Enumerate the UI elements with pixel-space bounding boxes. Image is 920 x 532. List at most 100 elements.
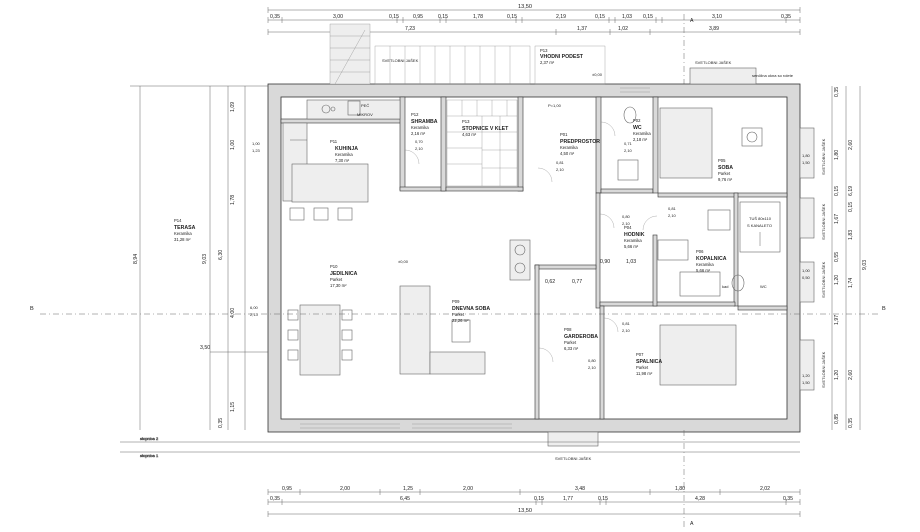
svg-text:2,10: 2,10 (588, 365, 597, 370)
room-terasa: P14 TERASA Keramika 31,28 m² (174, 218, 196, 242)
svg-text:Keramika: Keramika (335, 152, 353, 157)
dim-right-4: 1,67 (834, 214, 840, 224)
svg-text:0,90: 0,90 (600, 259, 610, 265)
svg-text:P14: P14 (174, 218, 182, 223)
svg-text:0,80: 0,80 (588, 358, 597, 363)
label-lightwell-top: SVETLOBNI JAŠEK (695, 60, 732, 65)
svg-text:P07: P07 (636, 352, 644, 357)
dim-right2-3: 0,15 (848, 202, 854, 212)
svg-text:DNEVNA SOBA: DNEVNA SOBA (452, 306, 490, 312)
dim-right-9: 0,85 (834, 414, 840, 424)
svg-text:4,50 m²: 4,50 m² (560, 151, 575, 156)
dim-bot-5: 3,48 (575, 486, 585, 492)
room-kuhinja: P11 KUHINJA Keramika 7,30 m² (330, 139, 358, 163)
svg-text:6,33 m²: 6,33 m² (564, 346, 579, 351)
room-soba: P05 SOBA Parket 9,76 m² (718, 158, 733, 182)
label-mikrov: MIKROV (357, 112, 373, 117)
room-labels: P11 KUHINJA Keramika 7,30 m² P12 SHRAMBA… (174, 48, 733, 376)
svg-text:TERASA: TERASA (174, 225, 196, 231)
svg-text:2,10: 2,10 (668, 213, 677, 218)
svg-text:HODNIK: HODNIK (624, 232, 645, 238)
dim-left-1: 1,09 (230, 102, 236, 112)
dim-left-6: 0,35 (218, 418, 224, 428)
svg-text:2,16 m²: 2,16 m² (411, 131, 426, 136)
label-lightwell-right2: SVETLOBNI JAŠEK (821, 203, 826, 240)
dim-right2-2: 6,19 (848, 186, 854, 196)
dim-top-8: 2,19 (556, 14, 566, 20)
dim-top2-3: 1,02 (618, 26, 628, 32)
room-kopalnica: P06 KOPALNICA Keramika 5,66 m² (696, 249, 727, 273)
bottom-dimensions: 0,95 2,00 1,25 2,00 3,48 1,80 2,02 0,35 … (267, 486, 801, 527)
label-kad: kad (722, 284, 728, 289)
svg-text:Parket: Parket (718, 171, 731, 176)
room-jedilnica: P10 JEDILNICA Parket 17,30 m² (330, 264, 358, 288)
dim-bot2-6: 4,28 (695, 496, 705, 502)
dim-top2-4: 3,89 (709, 26, 719, 32)
label-wc: WC (760, 284, 767, 289)
appliances (509, 239, 531, 281)
label-lightwell-bottom: SVETLOBNI JAŠEK (555, 456, 592, 461)
dim-top2-2: 1,37 (577, 26, 587, 32)
stairs (446, 99, 518, 187)
svg-text:1,50: 1,50 (802, 160, 811, 165)
svg-text:0,81: 0,81 (556, 160, 565, 165)
svg-text:Parket: Parket (452, 312, 465, 317)
room-dnevna-soba: P09 DNEVNA SOBA Parket 22,26 m² (452, 299, 490, 323)
entry-stairs (329, 23, 606, 85)
label-stopnica-2: stopnica 2 (140, 436, 159, 441)
svg-text:17,30 m²: 17,30 m² (330, 283, 347, 288)
svg-text:2,10: 2,10 (624, 148, 633, 153)
level-pzero: P=1,00 (548, 103, 562, 108)
svg-text:SHRAMBA: SHRAMBA (411, 119, 438, 125)
room-shramba: P12 SHRAMBA Keramika 2,16 m² (411, 112, 438, 136)
section-a-bottom-label: A (690, 521, 694, 527)
dim-right-8: 1,20 (834, 370, 840, 380)
svg-text:0,50: 0,50 (802, 275, 811, 280)
left-dimensions: 1,09 1,00 1,78 4,00 1,15 0,35 6,30 9,03 … (130, 85, 268, 430)
dim-top-7: 0,15 (507, 14, 517, 20)
svg-text:0,80: 0,80 (622, 214, 631, 219)
bedroom-furniture (659, 107, 763, 386)
dim-left-mid-1: 6,30 (218, 250, 224, 260)
svg-text:5,66 m²: 5,66 m² (696, 268, 711, 273)
dim-left-5: 1,15 (230, 402, 236, 412)
svg-text:0,81: 0,81 (622, 321, 631, 326)
dim-top-11: 0,15 (643, 14, 653, 20)
steps-bottom: stopnica 2 stopnica 1 (120, 436, 800, 458)
window-strips (300, 87, 650, 429)
label-stopnica-1: stopnica 1 (140, 453, 159, 458)
dim-right2-6: 2,60 (848, 370, 854, 380)
dim-left-mid-3: 8,94 (133, 254, 139, 264)
svg-text:2,10: 2,10 (415, 146, 424, 151)
dim-right-3: 0,15 (834, 186, 840, 196)
dim-top-4: 0,95 (413, 14, 423, 20)
interior-walls (280, 96, 788, 420)
dim-right-1: 0,35 (834, 87, 840, 97)
label-senilja: senčilna okna so rolete (752, 73, 794, 78)
svg-text:2,37 m²: 2,37 m² (540, 60, 555, 65)
label-lightwell-right4: SVETLOBNI JAŠEK (821, 351, 826, 388)
dim-right2-4: 1,83 (848, 230, 854, 240)
svg-text:2,18 m²: 2,18 m² (633, 137, 648, 142)
door-dims: 0,70 2,10 0,81 2,10 0,71 2,10 1,00 1,23 … (250, 72, 811, 385)
room-wc: P02 WC Keramika 2,18 m² (633, 118, 651, 142)
svg-text:6,00: 6,00 (250, 305, 259, 310)
svg-text:7,30 m²: 7,30 m² (335, 158, 350, 163)
dim-bot-total: 13,50 (518, 508, 532, 514)
svg-text:WC: WC (633, 125, 642, 131)
dim-right2-1: 2,60 (848, 140, 854, 150)
svg-text:Parket: Parket (330, 277, 343, 282)
dim-bot-3: 1,25 (403, 486, 413, 492)
svg-text:1,23: 1,23 (252, 148, 261, 153)
dim-top-total: 13,50 (518, 4, 532, 10)
dim-top-5: 0,15 (438, 14, 448, 20)
dim-top-6: 1,78 (473, 14, 483, 20)
section-lines: B B (30, 306, 886, 528)
svg-text:P13: P13 (462, 119, 470, 124)
svg-text:SPALNICA: SPALNICA (636, 359, 662, 365)
svg-text:Parket: Parket (636, 365, 649, 370)
label-lightwell-stairs: SVETLOBNI JAŠEK (382, 58, 419, 63)
svg-text:P09: P09 (452, 299, 460, 304)
dim-bot2-4: 1,77 (563, 496, 573, 502)
svg-text:Keramika: Keramika (411, 125, 429, 130)
